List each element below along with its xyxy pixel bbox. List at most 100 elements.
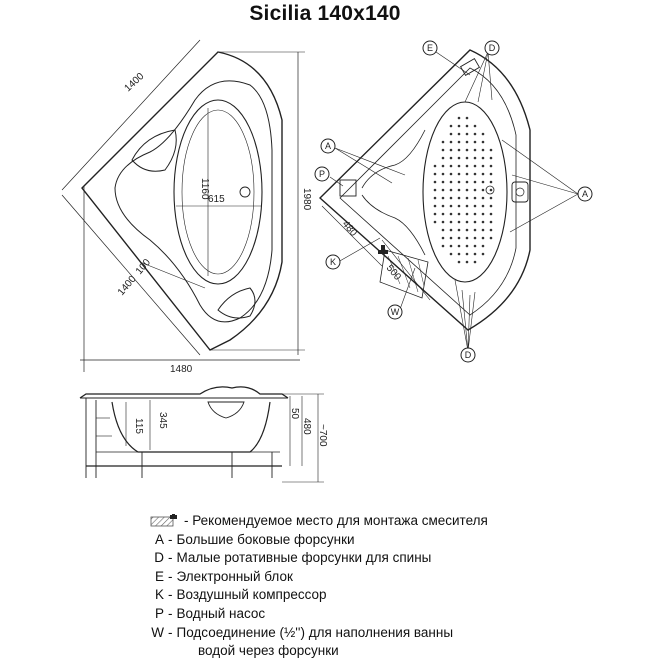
air-jet-dot <box>473 148 477 152</box>
air-jet-dot <box>481 212 485 216</box>
air-jet-dot <box>473 196 477 200</box>
air-jet-dot <box>473 236 477 240</box>
legend-item: D-Малые ротативные форсунки для спины <box>150 549 630 568</box>
side-dim-seat: 115 <box>133 418 144 434</box>
air-jet-dot <box>465 164 469 168</box>
air-jet-dot <box>449 140 453 144</box>
air-jet-dot <box>457 140 461 144</box>
legend-item: A-Большие боковые форсунки <box>150 531 630 550</box>
air-jet-dot <box>481 220 485 224</box>
callout-d-bottom: D <box>460 347 476 363</box>
air-jet-dot <box>457 188 461 192</box>
dim-inner-width: 615 <box>208 194 225 205</box>
side-dim-depth: 345 <box>157 412 168 429</box>
legend-item-separator: - <box>168 624 173 640</box>
legend-mixer-text: - Рекомендуемое место для монтажа смесит… <box>184 513 488 528</box>
side-dim-rim: 50 <box>289 408 300 420</box>
svg-text:A: A <box>325 141 331 151</box>
air-jet-dot <box>457 164 461 168</box>
air-jet-dot <box>481 156 485 160</box>
air-jet-dot <box>457 124 461 128</box>
jet-nozzles <box>433 116 493 264</box>
air-jet-dot <box>441 156 445 160</box>
mixer-location-icon <box>150 514 177 527</box>
air-jet-dot <box>489 172 493 176</box>
dim-side-bottom: 1400 <box>116 273 139 297</box>
air-jet-dot <box>449 228 453 232</box>
air-jet-dot <box>465 236 469 240</box>
air-jet-dot <box>481 140 485 144</box>
air-jet-dot <box>489 148 493 152</box>
dim-side-top: 1400 <box>123 71 147 95</box>
air-jet-dot <box>457 260 461 264</box>
air-jet-dot <box>449 132 453 136</box>
svg-text:P: P <box>319 169 325 179</box>
air-jet-dot <box>457 148 461 152</box>
air-jet-dot <box>457 228 461 232</box>
air-jet-dot <box>441 140 445 144</box>
air-jet-dot <box>489 204 493 208</box>
callout-w: W <box>387 304 403 320</box>
legend-item-key: W <box>151 624 164 640</box>
air-jet-dot <box>465 140 469 144</box>
air-jet-dot <box>457 196 461 200</box>
air-jet-dot <box>473 220 477 224</box>
air-jet-dot <box>457 252 461 256</box>
legend-item-separator: - <box>168 605 173 621</box>
air-jet-dot <box>465 196 469 200</box>
dim-inner-length: 1160 <box>199 178 210 200</box>
air-jet-dot <box>449 220 453 224</box>
legend-item: W-Подсоединение (½'') для наполнения ван… <box>150 624 630 643</box>
air-jet-dot <box>473 124 477 128</box>
legend-item-key: K <box>154 587 164 603</box>
air-jet-dot <box>465 228 469 232</box>
air-jet-dot <box>465 116 469 120</box>
callout-p: P <box>314 166 330 182</box>
legend-item: E-Электронный блок <box>150 568 630 587</box>
air-jet-dot <box>473 180 477 184</box>
legend-item-key: E <box>154 568 164 584</box>
air-jet-dot <box>481 132 485 136</box>
air-jet-dot <box>449 252 453 256</box>
air-jet-dot <box>465 132 469 136</box>
air-jet-dot <box>441 204 445 208</box>
jet-schematic <box>318 49 579 352</box>
svg-text:A: A <box>582 189 588 199</box>
svg-text:E: E <box>427 43 433 53</box>
air-jet-dot <box>489 164 493 168</box>
air-jet-dot <box>457 116 461 120</box>
air-jet-dot <box>441 164 445 168</box>
air-jet-dot <box>473 212 477 216</box>
air-jet-dot <box>489 180 493 184</box>
air-jet-dot <box>489 156 493 160</box>
air-jet-dot <box>457 236 461 240</box>
air-jet-dot <box>449 148 453 152</box>
air-jet-dot <box>473 244 477 248</box>
air-jet-dot <box>481 188 485 192</box>
callout-a-right: A <box>577 186 593 202</box>
air-jet-dot <box>465 180 469 184</box>
legend-item-key: P <box>154 605 164 621</box>
air-jet-dot <box>449 188 453 192</box>
air-jet-dot <box>465 172 469 176</box>
air-jet-dot <box>473 140 477 144</box>
air-jet-dot <box>465 212 469 216</box>
air-jet-dot <box>441 220 445 224</box>
legend-item-text: Малые ротативные форсунки для спины <box>176 550 432 566</box>
air-jet-dot <box>449 156 453 160</box>
air-jet-dot <box>441 244 445 248</box>
side-dim-total: ~700 <box>317 424 328 447</box>
legend-item-separator: - <box>168 550 173 566</box>
air-jet-dot <box>473 204 477 208</box>
legend-item-text: Большие боковые форсунки <box>176 531 355 547</box>
air-jet-dot <box>481 196 485 200</box>
air-jet-dot <box>433 172 437 176</box>
air-jet-dot <box>433 164 437 168</box>
air-jet-dot <box>489 228 493 232</box>
air-jet-dot <box>465 156 469 160</box>
legend-continuation: водой через форсунки <box>198 643 339 659</box>
air-jet-dot <box>441 180 445 184</box>
dim-schematic-b: 500 <box>384 263 403 283</box>
air-jet-dot <box>465 252 469 256</box>
